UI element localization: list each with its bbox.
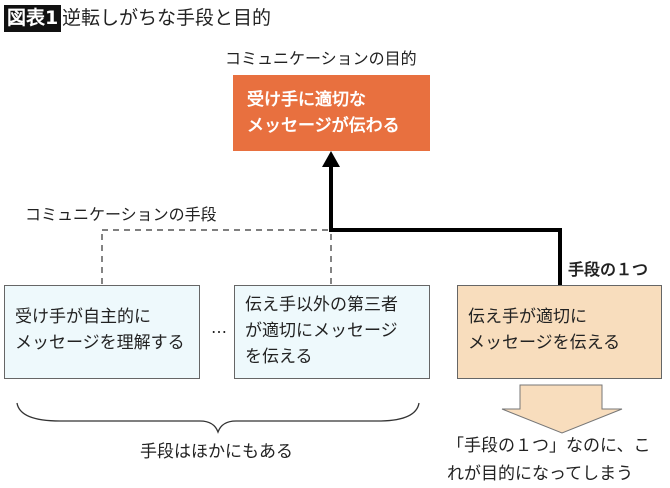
figure-badge: 図表1 [4, 5, 62, 32]
figure-title: 逆転しがちな手段と目的 [62, 7, 272, 29]
purpose-box: 受け手に適切な メッセージが伝わる [233, 75, 430, 151]
means-box-2: 伝え手以外の第三者 が適切にメッセージ を伝える [234, 285, 430, 379]
means-label: コミュニケーションの手段 [25, 205, 217, 224]
box3-line1: 伝え手が適切に [468, 307, 587, 327]
dashed-bracket [101, 229, 332, 284]
means-box-highlight: 伝え手が適切に メッセージを伝える [457, 285, 662, 379]
warning-line2: れが目的になってしまう [447, 464, 634, 484]
purpose-line2: メッセージが伝わる [247, 116, 400, 136]
purpose-label: コミュニケーションの目的 [225, 49, 417, 68]
box2-line3: を伝える [245, 347, 313, 367]
down-arrow-icon [501, 384, 623, 434]
one-of-means-label: 手段の１つ [568, 260, 649, 279]
means-box-1: 受け手が自主的に メッセージを理解する [4, 285, 200, 379]
box2-line1: 伝え手以外の第三者 [245, 295, 398, 315]
arrow-up-icon [322, 151, 340, 167]
box2-line2: が適切にメッセージ [245, 321, 398, 341]
purpose-line1: 受け手に適切な [247, 90, 366, 110]
box1-line1: 受け手が自主的に [15, 307, 151, 327]
box3-line2: メッセージを伝える [468, 333, 621, 353]
thick-connector [329, 162, 562, 285]
curly-brace [16, 402, 420, 434]
warning-note: 「手段の１つ」なのに、こ れが目的になってしまう [447, 432, 651, 488]
box1-line2: メッセージを理解する [15, 333, 185, 353]
others-note: 手段はほかにもある [140, 442, 293, 462]
warning-line1: 「手段の１つ」なのに、こ [447, 436, 651, 456]
ellipsis: … [211, 318, 227, 337]
